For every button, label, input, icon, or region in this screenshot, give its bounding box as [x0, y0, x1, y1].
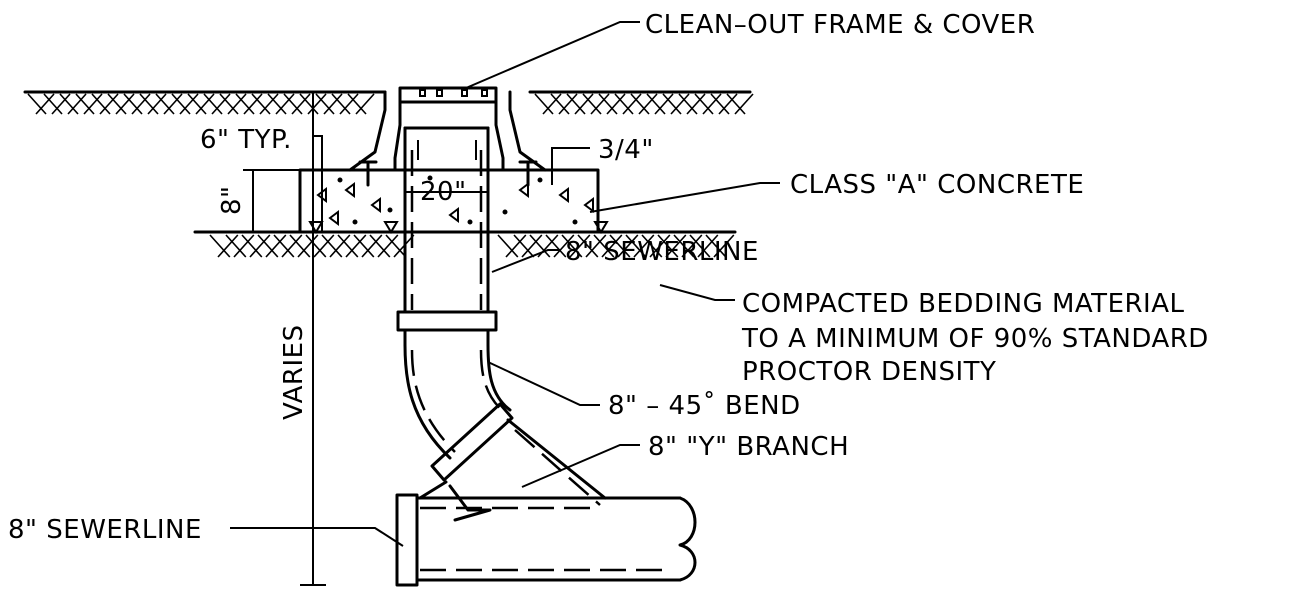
concrete-collar: [298, 168, 600, 234]
label-bedding-line2: TO A MINIMUM OF 90% STANDARD: [741, 324, 1209, 354]
label-twenty-in: 20": [420, 177, 467, 207]
ground-hatch-bottom: [209, 234, 735, 258]
main-sewerline: [395, 493, 697, 587]
label-bend: 8" – 45˚ BEND: [608, 391, 801, 421]
clean-out-frame-and-cover: [348, 86, 547, 187]
y-branch: [418, 418, 607, 522]
dimension-lines: [243, 92, 609, 586]
label-sewerline-bottom: 8" SEWERLINE: [8, 515, 202, 545]
text-labels: CLEAN–OUT FRAME & COVER 6" TYP. 3/4" 8" …: [8, 10, 1209, 545]
riser-pipe: [396, 126, 498, 347]
label-branch: 8" "Y" BRANCH: [648, 432, 849, 462]
label-frame-cover: CLEAN–OUT FRAME & COVER: [645, 10, 1035, 40]
label-three-quarter: 3/4": [598, 135, 654, 165]
bend-45: [403, 343, 514, 482]
label-bedding-line3: PROCTOR DENSITY: [742, 357, 996, 387]
label-bedding-line1: COMPACTED BEDDING MATERIAL: [742, 289, 1185, 319]
label-varies: VARIES: [279, 324, 309, 420]
label-sewerline-top: 8" SEWERLINE: [565, 237, 759, 267]
label-concrete: CLASS "A" CONCRETE: [790, 170, 1084, 200]
leader-lines: [230, 21, 780, 547]
label-typ: 6" TYP.: [200, 125, 292, 155]
ground-hatch-top: [27, 93, 754, 115]
label-eight-in: 8": [217, 185, 247, 215]
